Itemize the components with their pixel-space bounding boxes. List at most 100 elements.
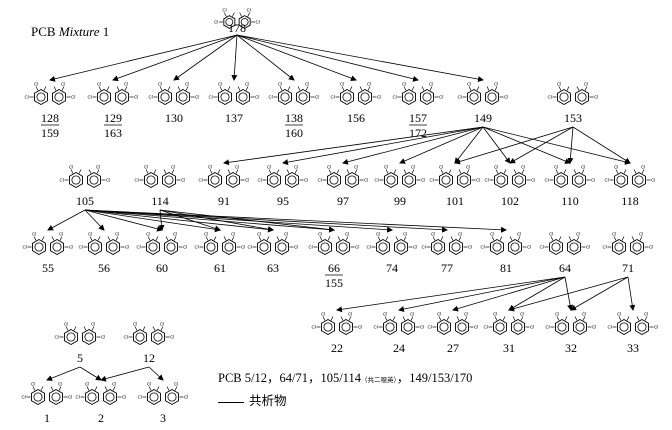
benzene-ring <box>458 173 471 188</box>
substituent-bond <box>90 237 92 241</box>
aromatic-circle <box>270 176 278 184</box>
substituent-bond <box>60 237 62 241</box>
substituent-bond <box>87 387 89 391</box>
substituent-bond <box>98 237 100 241</box>
aromatic-circle <box>91 243 99 251</box>
substituent-bond <box>430 87 432 91</box>
chlorine-label: Cl <box>439 95 443 100</box>
substituent-bond <box>368 87 370 91</box>
pcb-molecule-130: ClClClCl130 <box>149 82 200 126</box>
substituent-bond <box>627 317 629 321</box>
chlorine-label: Cl <box>644 312 648 317</box>
dechlorination-arrow <box>80 367 101 380</box>
chlorine-label: Cl <box>494 165 498 170</box>
substituent-bond <box>167 387 169 391</box>
substituent-bond <box>89 170 91 174</box>
compound-number: 24 <box>393 341 405 355</box>
substituent-bond <box>105 387 107 391</box>
aromatic-circle <box>361 93 369 101</box>
chlorine-label: Cl <box>256 20 260 25</box>
substituent-bond <box>248 13 250 17</box>
chlorine-label: Cl <box>383 312 387 317</box>
benzene-ring <box>512 320 525 335</box>
aromatic-circle <box>165 176 173 184</box>
chlorine-label: Cl <box>34 82 38 87</box>
substituent-bond <box>51 387 53 391</box>
compound-number: 137 <box>225 111 243 125</box>
chlorine-label: Cl <box>312 325 316 330</box>
compound-number: 101 <box>446 194 464 208</box>
substituent-bond <box>583 317 585 321</box>
chlorine-label: Cl <box>199 178 203 183</box>
benzene-ring <box>165 240 178 255</box>
benzene-ring <box>421 90 434 105</box>
substituent-bond <box>467 170 469 174</box>
substituent-bond <box>143 327 145 331</box>
substituent-bond <box>575 317 577 321</box>
substituent-bond <box>206 237 208 241</box>
pcb-molecule-3: ClClClCl3 <box>138 382 189 426</box>
dechlorination-arrow <box>224 127 483 163</box>
pcb-molecule-71: ClClClCl71 <box>603 232 654 276</box>
chlorine-label: Cl <box>494 82 498 87</box>
aromatic-circle <box>343 93 351 101</box>
aromatic-circle <box>440 323 448 331</box>
benzene-ring <box>104 390 117 405</box>
chlorine-label: Cl <box>327 165 331 170</box>
compound-number: 149 <box>474 111 492 125</box>
substituent-bond <box>404 237 406 241</box>
chlorine-label: Cl <box>411 165 415 170</box>
substituent-bond <box>232 13 234 17</box>
chlorine-label: Cl <box>375 178 379 183</box>
aromatic-circle <box>118 93 126 101</box>
aromatic-circle <box>239 93 247 101</box>
chlorine-label: Cl <box>147 382 151 387</box>
chlorine-label: Cl <box>467 82 471 87</box>
substituent-bond <box>637 317 639 321</box>
benzene-ring <box>636 320 649 335</box>
title-italic: Mixture <box>59 24 100 39</box>
benzene-ring <box>568 240 581 255</box>
compound-number: 91 <box>218 194 230 208</box>
benzene-ring <box>509 240 522 255</box>
pcb-molecule-32: ClClClCl32 <box>546 312 597 356</box>
chlorine-label: Cl <box>348 312 352 317</box>
aromatic-circle <box>72 176 80 184</box>
aromatic-circle <box>379 243 387 251</box>
chlorine-label: Cl <box>91 322 95 327</box>
aromatic-circle <box>460 176 468 184</box>
pcb-molecule-64: ClClClCl64 <box>540 232 591 276</box>
aromatic-circle <box>633 243 641 251</box>
substituent-bond <box>125 87 127 91</box>
substituent-bond <box>44 87 46 91</box>
dechlorination-arrow <box>399 277 565 310</box>
substituent-bond <box>487 87 489 91</box>
substituent-bond <box>569 237 571 241</box>
chlorine-label: Cl <box>112 382 116 387</box>
substituent-bond <box>228 87 230 91</box>
pcb-molecule-95: ClClClCl95 <box>258 165 309 209</box>
compound-number: 56 <box>98 261 110 275</box>
coeluting-number: 159 <box>41 126 59 140</box>
chlorine-label: Cl <box>144 165 148 170</box>
chlorine-label: Cl <box>267 165 271 170</box>
substituent-bond <box>161 327 163 331</box>
substituent-bond <box>465 317 467 321</box>
chlorine-label: Cl <box>422 245 426 250</box>
substituent-bond <box>622 237 624 241</box>
chlorine-label: Cl <box>410 312 414 317</box>
substituent-bond <box>95 387 97 391</box>
chlorine-label: Cl <box>549 232 553 237</box>
substituent-bond <box>74 327 76 331</box>
pcb-molecule-77: ClClClCl77 <box>422 232 473 276</box>
substituent-bond <box>285 237 287 241</box>
note-small: （共二噁英） <box>361 377 397 384</box>
aromatic-circle <box>288 176 296 184</box>
substituent-bond <box>559 237 561 241</box>
substituent-bond <box>632 237 634 241</box>
substituent-bond <box>218 170 220 174</box>
chlorine-label: Cl <box>183 245 187 250</box>
substituent-bond <box>280 87 282 91</box>
